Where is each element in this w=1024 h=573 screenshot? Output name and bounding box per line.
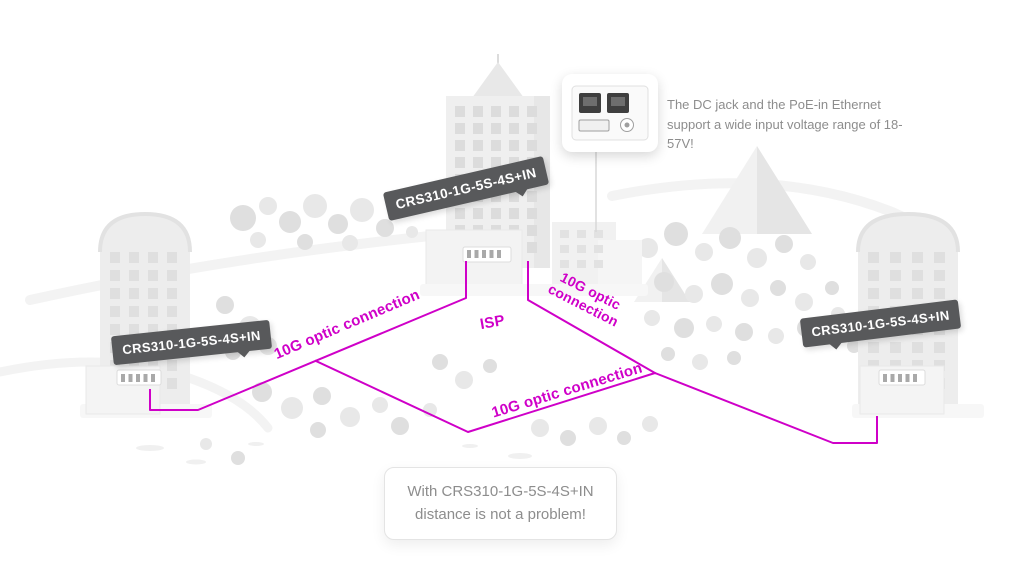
caption-line1: With CRS310-1G-5S-4S+IN <box>407 483 594 500</box>
callout-card <box>562 74 658 152</box>
callout-text: The DC jack and the PoE-in Ethernet supp… <box>667 95 919 154</box>
ground-marks <box>136 442 532 465</box>
left-building <box>80 211 212 418</box>
switch-ports <box>121 250 917 382</box>
pyramid <box>634 146 812 302</box>
caption-box: With CRS310-1G-5S-4S+IN distance is not … <box>384 467 617 540</box>
caption-line2: distance is not a problem! <box>415 506 586 524</box>
connection-lines <box>149 261 878 444</box>
connection-line-right-upper <box>527 261 657 375</box>
sfp-slot-icon <box>578 119 610 132</box>
connection-line-bottom <box>314 359 878 444</box>
callout-text-line2: support a wide input voltage range of 18… <box>667 116 903 152</box>
device-ports-image <box>571 85 649 141</box>
connection-line-left <box>149 261 467 411</box>
callout-text-line1: The DC jack and the PoE-in Ethernet <box>667 97 881 112</box>
